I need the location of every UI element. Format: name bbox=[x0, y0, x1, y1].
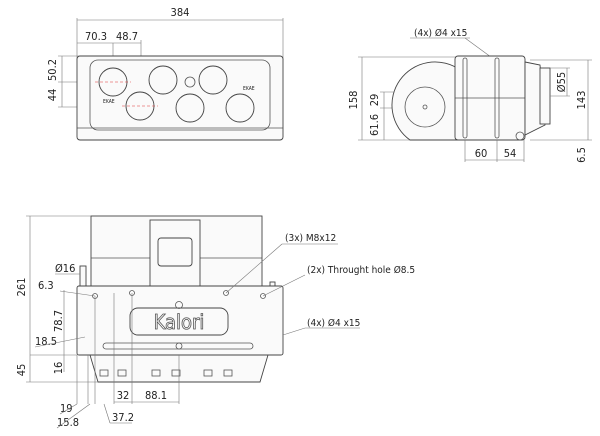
dim-158: 158 bbox=[347, 91, 360, 110]
top-view: 384 70.3 48.7 50.2 44 EKAE EKAE bbox=[46, 6, 284, 141]
dim-44: 44 bbox=[46, 89, 59, 102]
note-m8: (3x) M8x12 bbox=[285, 233, 336, 244]
dim-19: 19 bbox=[60, 402, 73, 415]
dim-70-3: 70.3 bbox=[85, 30, 107, 43]
dim-78-7: 78.7 bbox=[52, 310, 65, 332]
dim-384: 384 bbox=[171, 6, 190, 19]
dim-outlet-dia: Ø55 bbox=[555, 72, 568, 92]
dim-6-5: 6.5 bbox=[575, 147, 588, 163]
side-view: (4x) Ø4 x15 158 29 61.6 Ø55 143 6.5 bbox=[347, 27, 592, 163]
dim-88-1: 88.1 bbox=[145, 389, 167, 402]
dim-48-7: 48.7 bbox=[116, 30, 138, 43]
dim-18-5: 18.5 bbox=[35, 335, 57, 348]
note-holes: (4x) Ø4 x15 bbox=[307, 317, 360, 329]
label-left: EKAE bbox=[103, 99, 115, 105]
dim-dia-16: Ø16 bbox=[55, 262, 75, 275]
brand-logo: Kalori bbox=[154, 310, 205, 334]
dim-261: 261 bbox=[15, 278, 28, 297]
dim-37-2: 37.2 bbox=[112, 411, 134, 424]
dim-15-8: 15.8 bbox=[57, 416, 79, 429]
note-side-holes: (4x) Ø4 x15 bbox=[414, 27, 467, 39]
dim-32: 32 bbox=[117, 389, 130, 402]
dim-16: 16 bbox=[52, 362, 65, 375]
dim-45: 45 bbox=[15, 364, 28, 377]
dim-6-3: 6.3 bbox=[38, 279, 54, 292]
dim-29: 29 bbox=[368, 94, 381, 107]
dim-54: 54 bbox=[504, 147, 517, 160]
note-through-hole: (2x) Throught hole Ø8.5 bbox=[307, 264, 415, 276]
dim-61-6: 61.6 bbox=[368, 114, 381, 136]
label-right: EKAE bbox=[243, 86, 255, 92]
front-view: Kalori 261 45 Ø16 6.3 78.7 18.5 16 32 88… bbox=[15, 215, 415, 429]
dim-60: 60 bbox=[475, 147, 488, 160]
dim-50-2: 50.2 bbox=[46, 59, 59, 81]
dim-143: 143 bbox=[575, 91, 588, 110]
